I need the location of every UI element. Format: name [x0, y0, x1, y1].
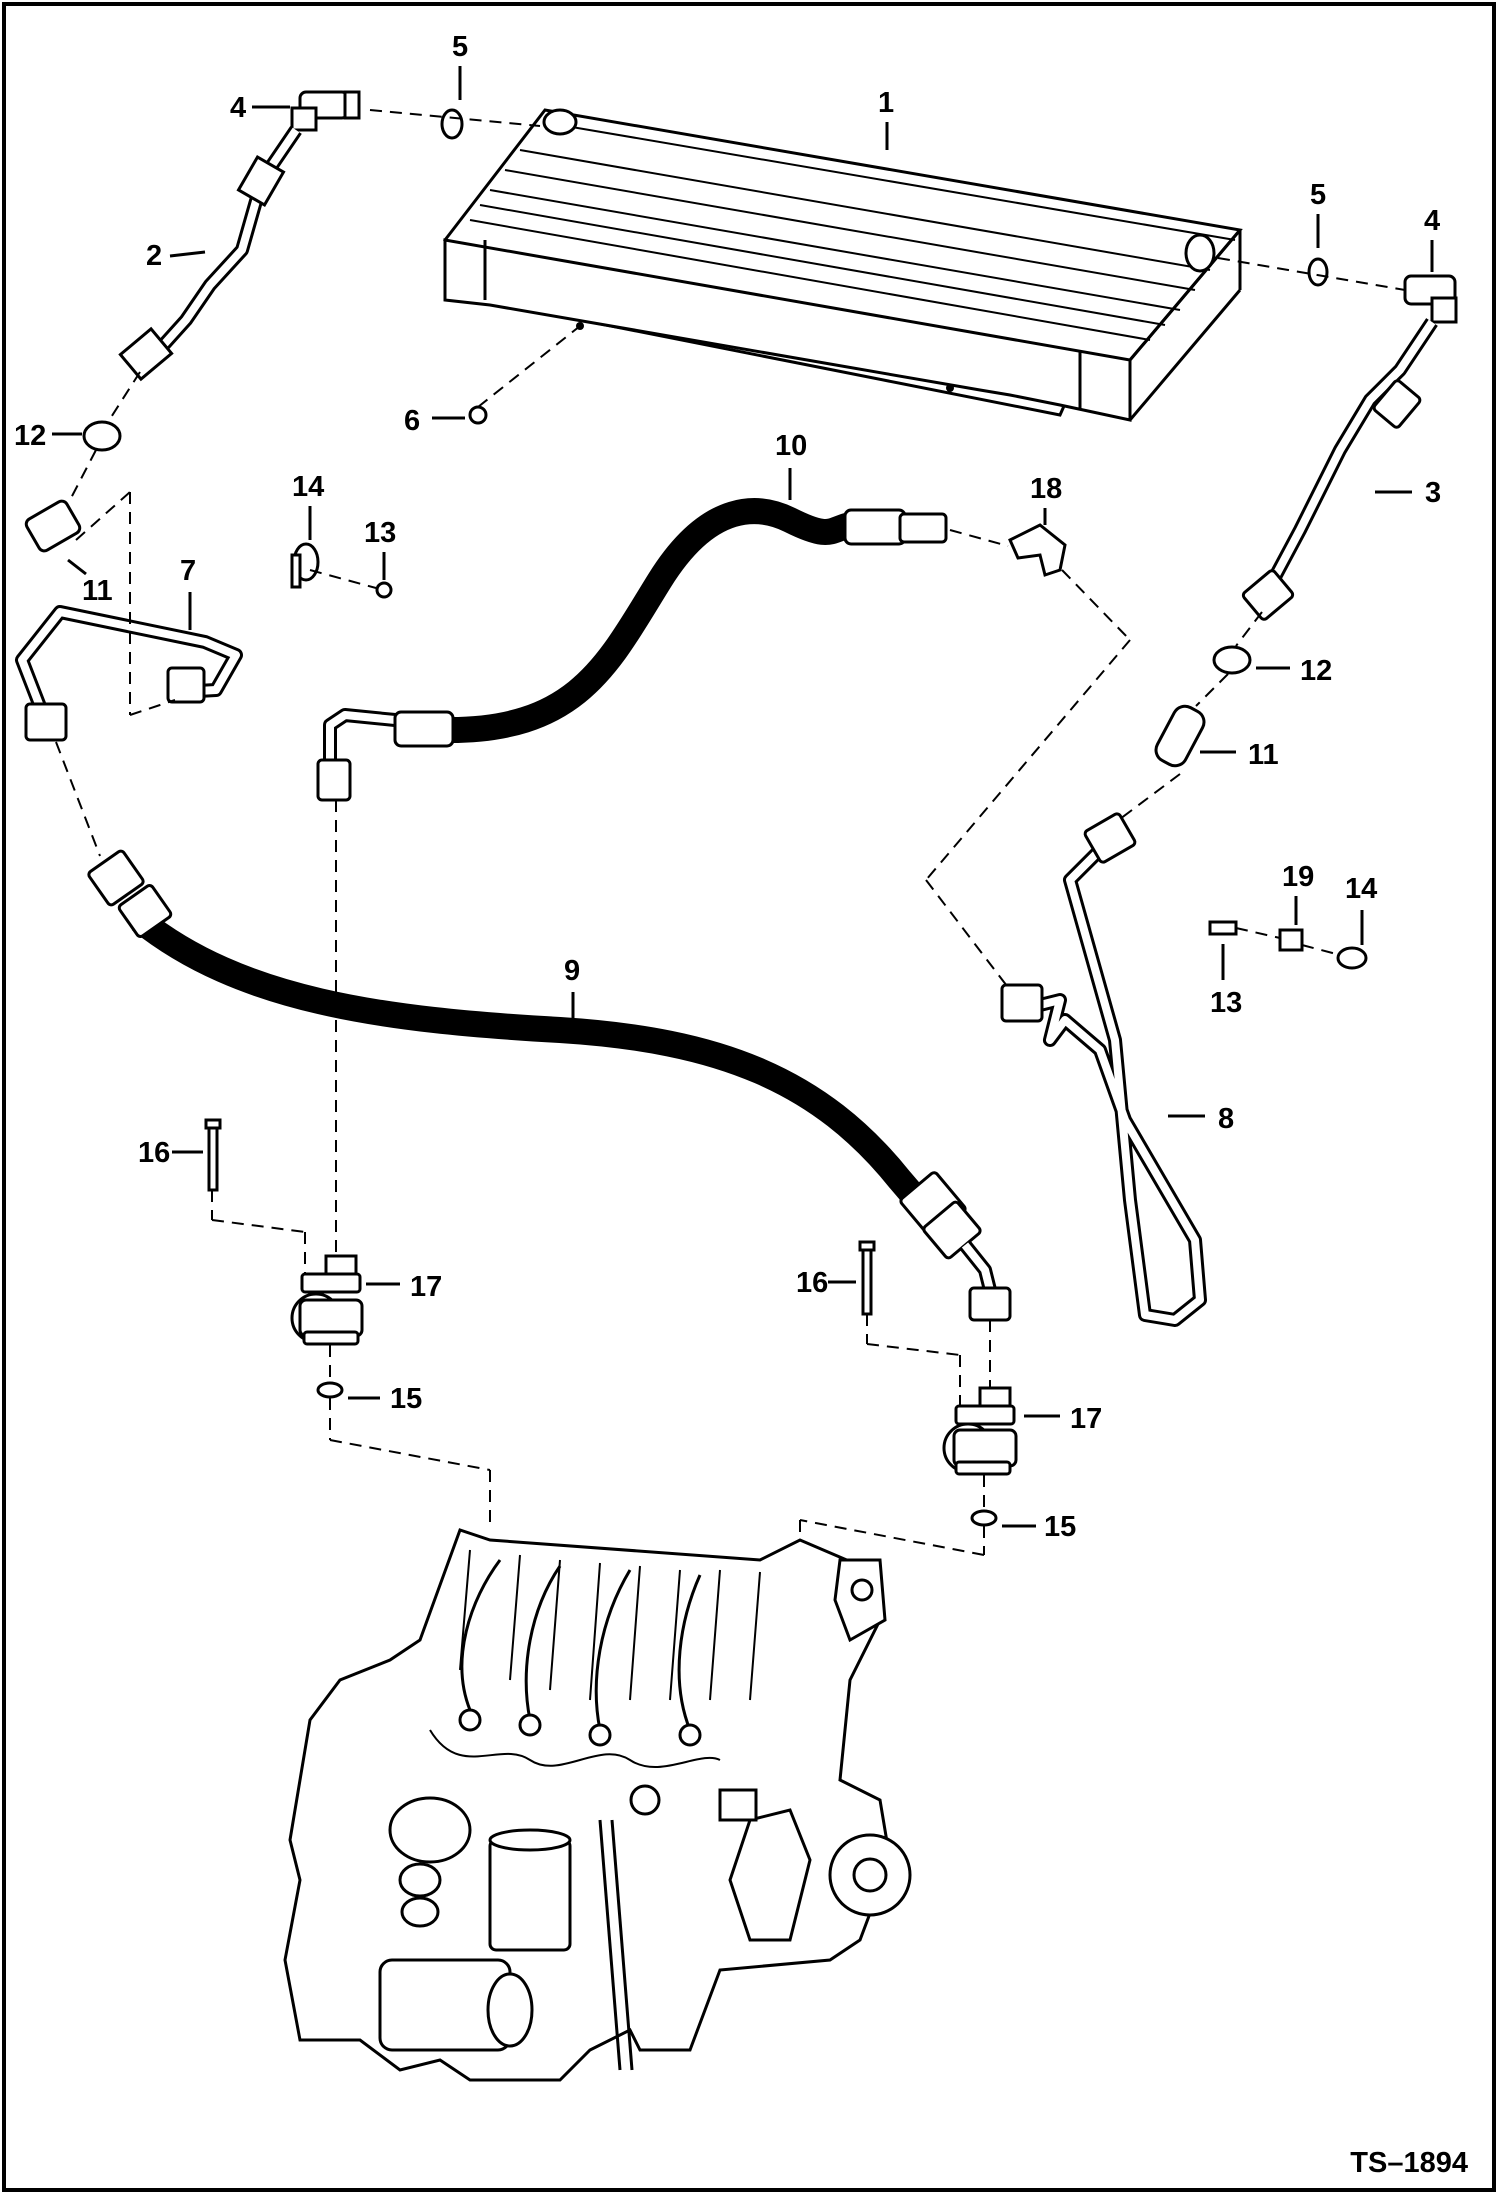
- nut-left: [82, 420, 122, 452]
- bolt-16-right: [858, 1240, 876, 1316]
- o-ring-left: [440, 108, 464, 140]
- tube-8: [1000, 812, 1207, 1327]
- callout-1: 1: [878, 87, 894, 119]
- hose-9: [87, 849, 1012, 1322]
- callout-8: 8: [1218, 1103, 1234, 1135]
- callout-7: 7: [180, 555, 196, 587]
- callout-5-right: 5: [1310, 179, 1326, 211]
- connector-right: [1154, 704, 1206, 768]
- callout-15-right: 15: [1044, 1511, 1076, 1543]
- callout-15-left: 15: [390, 1383, 422, 1415]
- tube-3: [1241, 318, 1438, 621]
- callout-11-left: 11: [82, 575, 113, 607]
- callout-13-right: 13: [1210, 987, 1242, 1019]
- callout-17-right: 17: [1070, 1403, 1102, 1435]
- bolt-right: [1208, 920, 1238, 936]
- callout-12-right: 12: [1300, 655, 1332, 687]
- callout-4-right: 4: [1424, 205, 1440, 237]
- bolt-16-left: [204, 1118, 222, 1192]
- engine-block: [283, 1528, 912, 2082]
- callout-14-left: 14: [292, 471, 324, 503]
- callout-16-left: 16: [138, 1137, 170, 1169]
- elbow-fitting-right: [1403, 274, 1458, 324]
- nut-right: [1212, 645, 1252, 675]
- clamp-right: [1336, 946, 1368, 970]
- callout-13-left: 13: [364, 517, 396, 549]
- drain-plug: [468, 405, 488, 425]
- clamp-left: [290, 542, 320, 589]
- o-ring-15-left: [316, 1381, 344, 1399]
- callout-3: 3: [1425, 477, 1441, 509]
- elbow-fitting-left: [290, 90, 361, 132]
- spacer-19: [1278, 928, 1304, 952]
- callout-16-right: 16: [796, 1267, 828, 1299]
- callout-10: 10: [775, 430, 807, 462]
- callout-19: 19: [1282, 861, 1314, 893]
- callout-18: 18: [1030, 473, 1062, 505]
- callout-2: 2: [146, 240, 162, 272]
- bolt-left: [375, 581, 393, 599]
- callout-17-left: 17: [410, 1271, 442, 1303]
- callout-14-right: 14: [1345, 873, 1377, 905]
- adapter-17-left: [290, 1254, 364, 1346]
- oil-cooler: [442, 108, 1243, 422]
- tube-2: [118, 126, 302, 382]
- drawing-number: TS–1894: [1350, 2147, 1468, 2179]
- elbow-18: [1008, 523, 1067, 577]
- callout-6: 6: [404, 405, 420, 437]
- callout-4-left: 4: [230, 92, 246, 124]
- connector-left: [24, 499, 82, 553]
- callout-5-left: 5: [452, 31, 468, 63]
- hose-10: [316, 498, 948, 802]
- o-ring-right: [1307, 257, 1329, 287]
- tube-7: [15, 605, 243, 742]
- callout-12-left: 12: [14, 420, 46, 452]
- o-ring-15-right: [970, 1509, 998, 1527]
- callout-11-right: 11: [1248, 739, 1279, 771]
- adapter-17-right: [942, 1386, 1018, 1476]
- callout-9: 9: [564, 955, 580, 987]
